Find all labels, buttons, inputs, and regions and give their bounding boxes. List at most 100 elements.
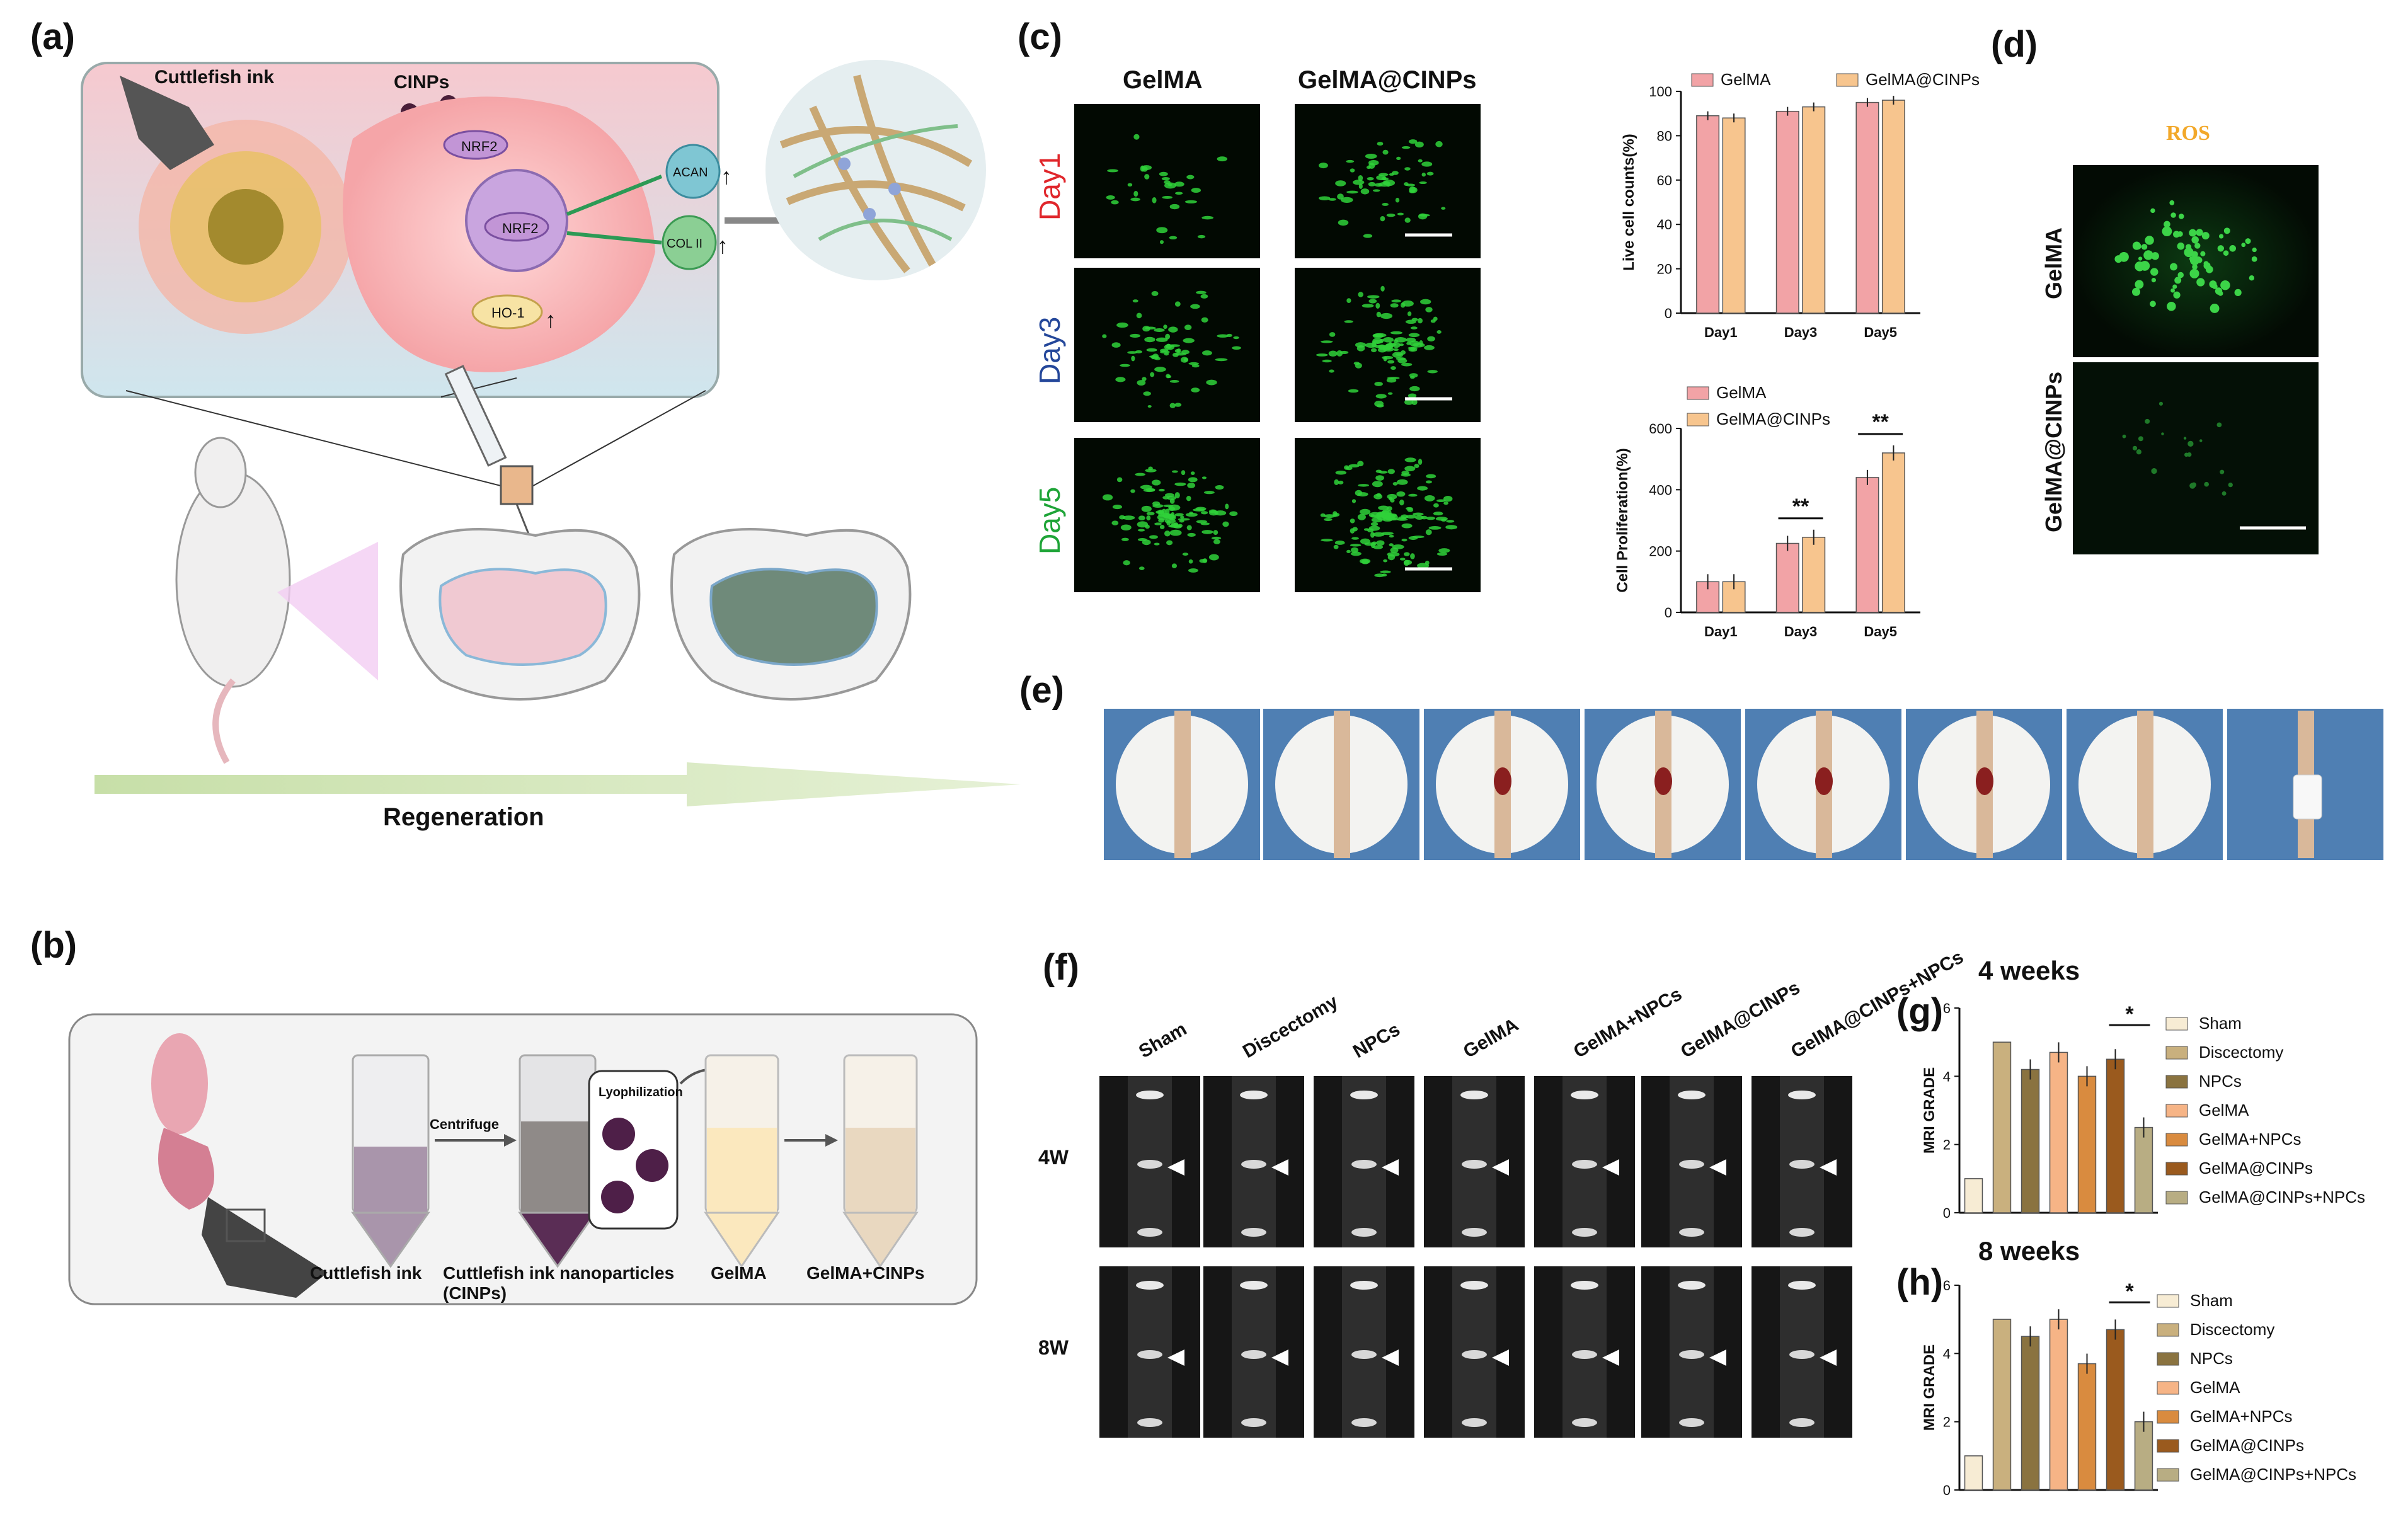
cell-signal [1335, 180, 1346, 186]
cell-signal [1390, 366, 1396, 370]
ros-signal [2189, 229, 2197, 237]
bar-gelma-cinps [1881, 100, 1905, 314]
cell-signal [1421, 173, 1426, 177]
cell-signal [1324, 518, 1333, 522]
cell-signal [1382, 202, 1389, 206]
cell-signal [1419, 181, 1427, 185]
y-tick-label: 2 [1943, 1414, 1951, 1430]
cell-signal [1123, 560, 1130, 566]
ros-image-gelma-cinps [2073, 362, 2319, 554]
cell-signal [1185, 512, 1198, 517]
cell-signal [1169, 380, 1179, 383]
ros-signal [2138, 256, 2143, 261]
legend-swatch [2157, 1439, 2179, 1453]
cell-signal [1404, 217, 1411, 223]
cell-signal [1352, 180, 1365, 185]
cell-signal [1389, 534, 1394, 538]
label-gelma-b: GelMA [711, 1263, 767, 1283]
arrowhead-marker [1167, 1349, 1184, 1366]
y-tick-label: 20 [1657, 261, 1672, 277]
cell-signal [1425, 560, 1430, 565]
ros-signal [2189, 268, 2199, 278]
cell-signal [1146, 512, 1155, 516]
bar-gelma-cinps [1722, 117, 1746, 314]
panel-label-a: (a) [30, 16, 75, 57]
legend-label: GelMA+NPCs [2190, 1407, 2293, 1426]
panel-e: (e) [1019, 670, 2383, 860]
cell-signal [1127, 351, 1137, 354]
legend-swatch [1691, 73, 1714, 87]
arrowhead-marker [1271, 1349, 1288, 1366]
ros-signal [2150, 268, 2159, 276]
cell-signal [1425, 529, 1432, 536]
y-tick-label: 80 [1657, 128, 1672, 144]
cell-signal [1351, 499, 1356, 503]
bar-sham [1964, 1455, 1983, 1491]
cell-signal [1387, 360, 1395, 364]
nrf2-badge [443, 130, 508, 160]
cell-signal [1141, 505, 1152, 512]
x-tick-label: Day5 [1864, 624, 1897, 639]
y-tick-label: 400 [1649, 482, 1672, 498]
cell-signal [1133, 134, 1140, 140]
cell-signal [1372, 532, 1385, 537]
ros-signal [2200, 251, 2206, 256]
cell-signal [1368, 525, 1380, 531]
panel-label-c: (c) [1018, 16, 1062, 57]
cell-signal [1380, 285, 1385, 292]
bar-gelma [1775, 110, 1799, 314]
cell-signal [1140, 165, 1145, 172]
cell-signal [1401, 471, 1409, 475]
cell-signal [1372, 338, 1383, 344]
bar-gelma-cinps [1802, 106, 1826, 314]
ros-signal [2252, 247, 2257, 253]
cell-signal [1374, 183, 1383, 187]
cell-signal [1374, 573, 1385, 578]
cell-signal [1387, 377, 1400, 380]
cell-signal [1426, 171, 1434, 176]
cell-signal [1385, 344, 1394, 348]
x-tick-label: Day5 [1864, 324, 1897, 340]
ros-signal [2184, 247, 2194, 258]
arrowhead-marker [1602, 1159, 1619, 1176]
cell-signal [1389, 543, 1394, 547]
intervertebral-disc-before [399, 528, 641, 701]
cell-signal [1200, 294, 1208, 299]
cell-signal [1415, 515, 1424, 520]
mri-column-label: Sham [1135, 1019, 1190, 1062]
cell-signal [1147, 404, 1152, 408]
cell-signal [1414, 464, 1419, 469]
cell-signal [1372, 189, 1380, 192]
ros-signal [2203, 261, 2209, 266]
mri-row-label: 4W [1038, 1146, 1069, 1169]
cell-signal [1214, 510, 1227, 516]
ros-signal [2222, 491, 2227, 496]
cell-signal [1131, 355, 1135, 362]
cell-signal [1146, 348, 1157, 352]
cell-signal [1401, 538, 1408, 542]
cell-signal [1201, 215, 1213, 220]
tube-ink [351, 1054, 430, 1268]
cell-signal [1171, 470, 1178, 473]
cell-signal [1393, 348, 1399, 352]
ros-signal [2173, 291, 2181, 299]
cell-signal [1167, 375, 1172, 379]
y-tick-label: 0 [1665, 605, 1672, 621]
cell-signal [1159, 525, 1165, 529]
ros-signal [2223, 250, 2229, 256]
y-tick-label: 100 [1649, 84, 1672, 100]
cell-signal [1188, 568, 1198, 573]
cell-signal [1376, 311, 1382, 318]
cell-signal [1365, 153, 1377, 159]
cell-signal [1390, 547, 1399, 553]
ho1-badge [471, 294, 543, 329]
cell-signal [1443, 495, 1453, 502]
legend-label: GelMA@CINPs [2199, 1159, 2313, 1177]
cell-signal [1111, 200, 1119, 205]
ros-signal [2220, 469, 2225, 474]
cell-signal [1435, 140, 1443, 147]
cell-signal [1363, 528, 1370, 531]
row-label-day1: Day1 [1033, 153, 1066, 221]
cell-signal [1191, 188, 1201, 193]
ros-signal [2138, 436, 2143, 442]
